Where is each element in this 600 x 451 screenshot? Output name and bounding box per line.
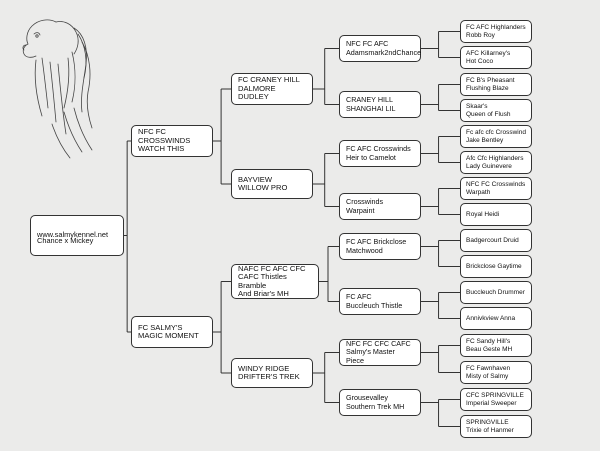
box-ssds: FC B's Pheasant Flushing Blaze — [460, 73, 532, 96]
name-sssd: AFC Killarney's Hot Coco — [466, 50, 511, 65]
name-dam: FC SALMY'S MAGIC MOMENT — [138, 322, 199, 340]
name-ddss: FC Sandy Hill's Beau Geste MH — [466, 338, 513, 353]
box-dsdd: Annivkview Anna — [460, 307, 532, 330]
box-ddss: FC Sandy Hill's Beau Geste MH — [460, 334, 532, 357]
name-dssd: Brickclose Gaytime — [466, 262, 522, 270]
box-dsd: FC AFC Buccleuch Thistle — [339, 288, 421, 315]
name-ssd: CRANEY HILL SHANGHAI LIL — [346, 95, 396, 113]
box-dss: FC AFC Brickclose Matchwood — [339, 233, 421, 260]
box-dddd: SPRINGVILLE Trixie of Hanmer — [460, 415, 532, 438]
name-dss: FC AFC Brickclose Matchwood — [346, 237, 407, 255]
name-dsd: FC AFC Buccleuch Thistle — [346, 292, 403, 310]
name-ddd: Grousevalley Southern Trek MH — [346, 393, 405, 411]
name-sdsd: Afc Cfc Highlanders Lady Guinevere — [466, 155, 524, 170]
box-dam-sire: NAFC FC AFC CFC CAFC Thistles Bramble An… — [231, 264, 319, 299]
box-sssd: AFC Killarney's Hot Coco — [460, 46, 532, 69]
box-sire-sire: FC CRANEY HILL DALMORE DUDLEY — [231, 73, 313, 105]
name-ssdd: Skaar's Queen of Flush — [466, 103, 511, 118]
box-sdss: Fc afc cfc Crosswind Jake Bentley — [460, 125, 532, 148]
box-dam: FC SALMY'S MAGIC MOMENT — [131, 316, 213, 348]
subject-box: www.salmykennel.net — [30, 215, 124, 256]
box-ddds: CFC SPRINGVILLE Imperial Sweeper — [460, 388, 532, 411]
name-dam-sire: NAFC FC AFC CFC CAFC Thistles Bramble An… — [238, 263, 306, 298]
name-dsdd: Annivkview Anna — [466, 314, 516, 322]
name-sire-sire: FC CRANEY HILL DALMORE DUDLEY — [238, 75, 300, 102]
name-sddd: Royal Heidi — [466, 210, 500, 218]
name-dsds: Buccleuch Drummer — [466, 288, 525, 296]
name-sire-dam: BAYVIEW WILLOW PRO — [238, 174, 288, 192]
box-sss: NFC FC AFC Adamsmark2ndChance — [339, 35, 421, 62]
name-dds: NFC FC CFC CAFC Salmy's Master Piece — [346, 339, 411, 365]
box-sds: FC AFC Crosswinds Heir to Camelot — [339, 140, 421, 167]
box-ddsd: FC Fawnhaven Misty of Salmy — [460, 361, 532, 384]
name-sire: NFC FC CROSSWINDS WATCH THIS — [138, 127, 191, 154]
name-ddsd: FC Fawnhaven Misty of Salmy — [466, 365, 511, 380]
name-ddds: CFC SPRINGVILLE Imperial Sweeper — [466, 392, 524, 407]
spaniel-head-sketch-icon — [22, 19, 93, 159]
name-sdd: Crosswinds Warpaint — [346, 197, 384, 215]
box-sdsd: Afc Cfc Highlanders Lady Guinevere — [460, 151, 532, 174]
box-dam-dam: WINDY RIDGE DRIFTER'S TREK — [231, 358, 313, 388]
box-sire: NFC FC CROSSWINDS WATCH THIS — [131, 125, 213, 157]
box-dssd: Brickclose Gaytime — [460, 255, 532, 278]
box-sddd: Royal Heidi — [460, 203, 532, 226]
box-dsss: Badgercourt Druid — [460, 229, 532, 252]
name-sds: FC AFC Crosswinds Heir to Camelot — [346, 144, 411, 162]
subject-breeding: Chance x Mickey — [37, 236, 94, 245]
box-dsds: Buccleuch Drummer — [460, 281, 532, 304]
name-dam-dam: WINDY RIDGE DRIFTER'S TREK — [238, 363, 300, 381]
name-ssds: FC B's Pheasant Flushing Blaze — [466, 77, 515, 92]
box-ssss: FC AFC Highlanders Robb Roy — [460, 20, 532, 43]
name-ssss: FC AFC Highlanders Robb Roy — [466, 24, 526, 39]
box-sdd: Crosswinds Warpaint — [339, 193, 421, 220]
name-dddd: SPRINGVILLE Trixie of Hanmer — [466, 419, 514, 434]
box-ssdd: Skaar's Queen of Flush — [460, 99, 532, 122]
name-sdss: Fc afc cfc Crosswind Jake Bentley — [466, 129, 526, 144]
name-dsss: Badgercourt Druid — [466, 236, 519, 244]
name-sdds: NFC FC Crosswinds Warpath — [466, 181, 526, 196]
box-ssd: CRANEY HILL SHANGHAI LIL — [339, 91, 421, 118]
name-sss: NFC FC AFC Adamsmark2ndChance — [346, 39, 422, 57]
box-sdds: NFC FC Crosswinds Warpath — [460, 177, 532, 200]
box-dds: NFC FC CFC CAFC Salmy's Master Piece — [339, 339, 421, 366]
box-sire-dam: BAYVIEW WILLOW PRO — [231, 169, 313, 199]
subject-website: www.salmykennel.net — [37, 230, 109, 240]
box-ddd: Grousevalley Southern Trek MH — [339, 389, 421, 416]
